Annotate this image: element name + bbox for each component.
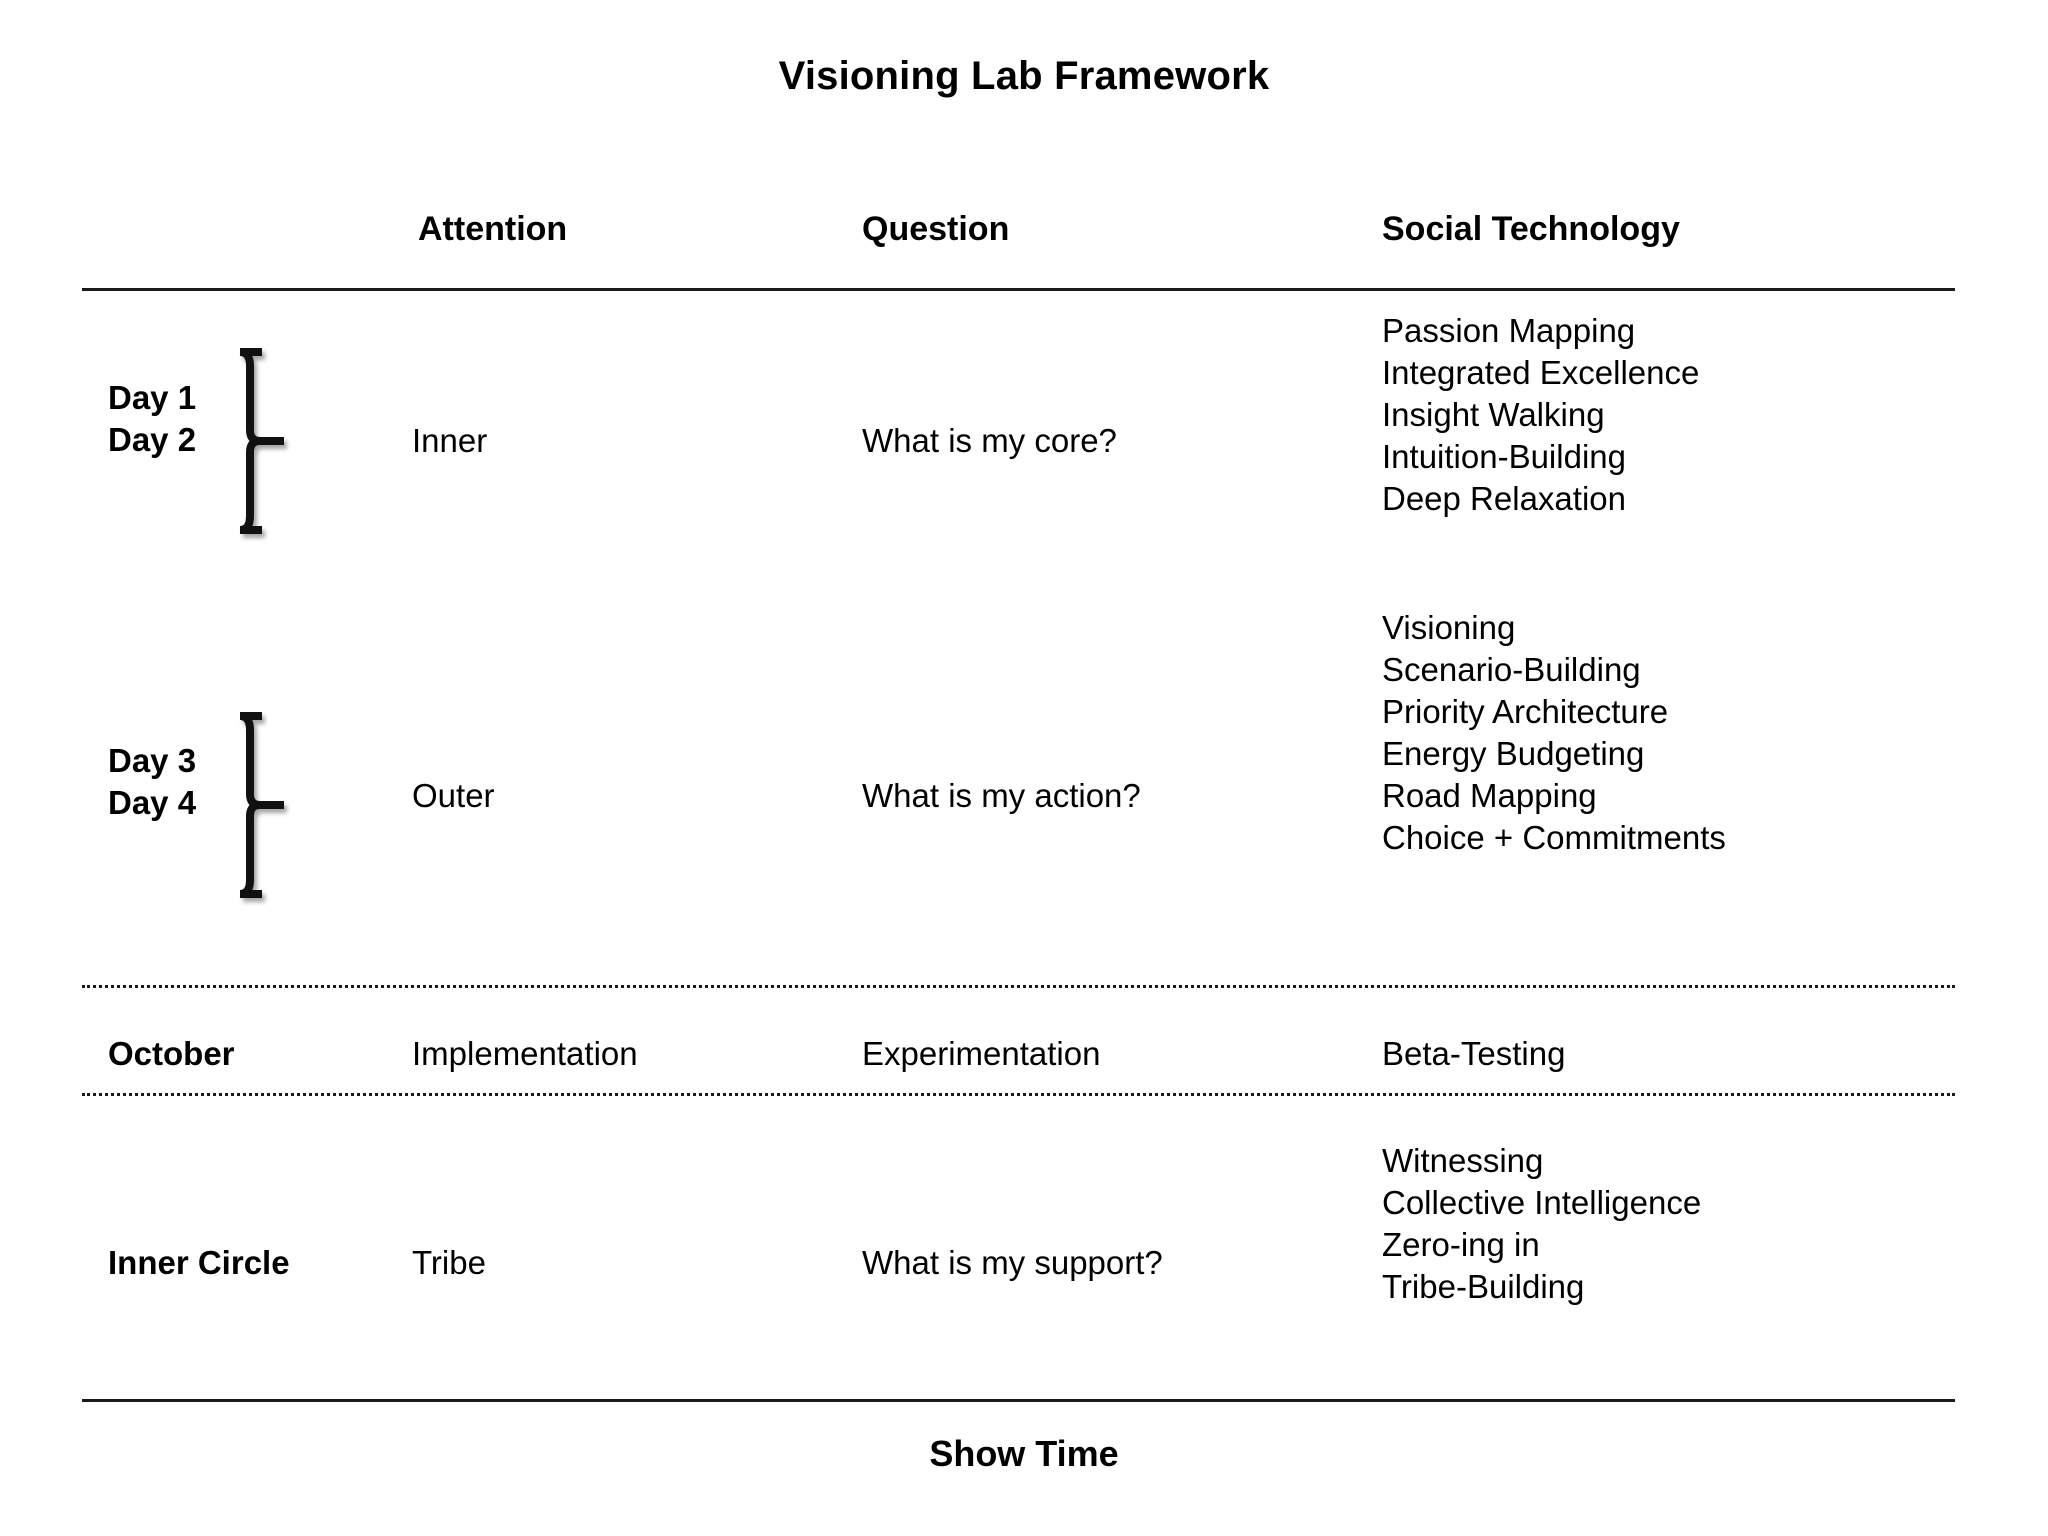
row-label-october: October xyxy=(108,1035,235,1072)
page-title: Visioning Lab Framework xyxy=(778,54,1270,98)
dotted-divider-line-lower xyxy=(82,1093,1955,1096)
row-attention-outer: Outer xyxy=(412,777,495,814)
row-attention-implementation: Implementation xyxy=(412,1035,638,1072)
footer-divider-line xyxy=(82,1399,1955,1402)
row-social-technology-outer: Visioning Scenario-Building Priority Arc… xyxy=(1382,609,1726,856)
row-label-inner-circle: Inner Circle xyxy=(108,1244,290,1281)
row-label-day3-day4: Day 3 Day 4 xyxy=(108,742,197,821)
row-question-support: What is my support? xyxy=(862,1244,1163,1281)
right-curly-brace-icon xyxy=(228,348,290,534)
header-divider-line xyxy=(82,288,1955,291)
dotted-divider-line-upper xyxy=(82,985,1955,988)
column-header-row: Attention Question Social Technology xyxy=(0,210,2048,260)
footer-label: Show Time xyxy=(929,1433,1119,1474)
column-header-attention: Attention xyxy=(418,210,568,248)
row-attention-tribe: Tribe xyxy=(412,1244,486,1281)
row-social-technology-beta-testing: Beta-Testing xyxy=(1382,1035,1566,1072)
row-question-experimentation: Experimentation xyxy=(862,1035,1101,1072)
row-label-day1-day2: Day 1 Day 2 xyxy=(108,379,197,458)
row-question-core: What is my core? xyxy=(862,422,1117,459)
row-social-technology-inner: Passion Mapping Integrated Excellence In… xyxy=(1382,312,1700,517)
column-header-social-technology: Social Technology xyxy=(1382,210,1680,248)
column-header-question: Question xyxy=(862,210,1010,248)
row-question-action: What is my action? xyxy=(862,777,1141,814)
row-social-technology-tribe: Witnessing Collective Intelligence Zero-… xyxy=(1382,1142,1702,1305)
row-attention-inner: Inner xyxy=(412,422,488,459)
right-curly-brace-icon xyxy=(228,712,290,898)
